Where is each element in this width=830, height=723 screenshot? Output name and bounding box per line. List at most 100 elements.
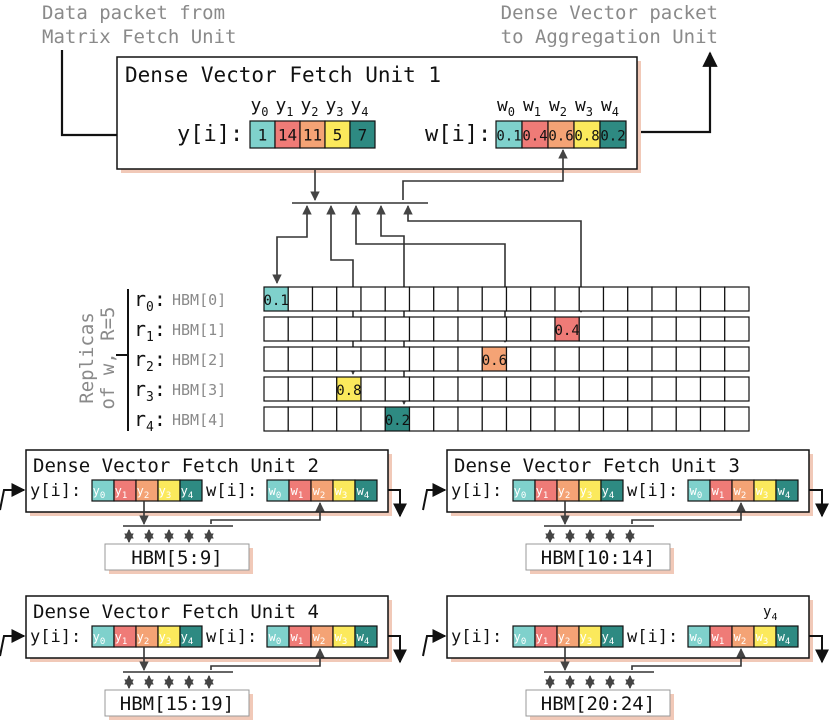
dense-vector-fetch-unit-1: [116, 56, 638, 170]
replica-cell: [627, 286, 653, 312]
replica-cell: [433, 346, 459, 372]
unit1-w-cell-0: [495, 120, 523, 149]
replica-grid: r0:HBM[0]0.1r1:HBM[1]0.4r2:HBM[2]0.6r3:H…: [134, 286, 750, 435]
replica-cell: [602, 376, 629, 402]
replica-cell: [263, 406, 289, 432]
replica-cell: [336, 346, 362, 372]
replica-cell: [263, 376, 289, 402]
replica-cell: [336, 286, 362, 312]
replica-cell: [651, 346, 677, 372]
small-w-cell: [354, 625, 378, 648]
replica-cell: [360, 346, 386, 372]
input-packet-label-line1: Data packet from: [42, 2, 225, 24]
replica-cell: [408, 406, 435, 432]
replica-cell: [530, 316, 556, 342]
replica-hbm-label-3: HBM[3]: [172, 381, 226, 399]
replica-hbm-label-2: HBM[2]: [172, 351, 226, 369]
replica-cell: [433, 316, 459, 342]
hbm-range-label-1: HBM[10:14]: [541, 547, 655, 569]
replica-cell: [699, 406, 726, 432]
unit1-w-value-2: 0.6: [548, 129, 573, 145]
replica-cell: [627, 346, 653, 372]
replica-cell: [263, 346, 289, 372]
replica-cell: [408, 346, 435, 372]
output-packet-label-line1: Dense Vector packet: [501, 2, 718, 24]
replica-cell: [651, 286, 677, 312]
replica-cell: [578, 316, 605, 342]
replica-cell: [481, 346, 508, 372]
replica-cell: [457, 286, 483, 312]
replica-cell: [384, 376, 411, 402]
hbm-range-label-2: HBM[15:19]: [120, 693, 234, 715]
hbm-range-box-2: [104, 689, 250, 717]
replica-cell: [505, 406, 532, 432]
replica-cell: [457, 316, 483, 342]
replica-cell: [627, 406, 653, 432]
replica-cell: [287, 316, 314, 342]
replica-cell: [360, 316, 386, 342]
replicas-label-line2: of w, R=5: [97, 307, 119, 410]
small-unit-y-label-0: y[i]:: [30, 481, 81, 501]
small-w-cell: [775, 479, 799, 502]
replica-cell: [433, 286, 459, 312]
replica-cell: [336, 376, 362, 402]
unit1-w-label: w[i]:: [425, 122, 491, 147]
replica-cell: [384, 286, 411, 312]
replica-cell: [724, 406, 750, 432]
unit1-w-value-3: 0.8: [574, 129, 599, 145]
hbm-range-label-0: HBM[5:9]: [131, 547, 223, 569]
replica-cell: [578, 346, 605, 372]
hbm-range-box-3: [525, 689, 671, 717]
replica-cell: [336, 406, 362, 432]
small-w-cell: [354, 479, 378, 502]
replica-cell: [699, 346, 726, 372]
replica-cell: [311, 346, 338, 372]
replica-cell: [287, 406, 314, 432]
replica-cell: [481, 406, 508, 432]
replica-cell: [699, 376, 726, 402]
replica-cell: [263, 316, 289, 342]
replica-hbm-label-1: HBM[1]: [172, 321, 226, 339]
replica-cell: [311, 286, 338, 312]
replica-cell: [554, 316, 580, 342]
replica-cell: [675, 286, 702, 312]
replica-cell: [360, 286, 386, 312]
replica-r-label-3: r3:: [134, 377, 166, 405]
replica-r-label-4: r4:: [134, 407, 166, 435]
output-arrow: [627, 51, 718, 134]
replica-cell: [433, 406, 459, 432]
replica-cell: [651, 316, 677, 342]
replica-cell: [578, 376, 605, 402]
small-unit-title-1: Dense Vector Fetch Unit 3: [454, 455, 740, 477]
replica-value-4: 0.2: [385, 413, 410, 429]
replica-cell: [651, 376, 677, 402]
replica-cell: [481, 286, 508, 312]
replica-cell: [554, 376, 580, 402]
unit1-y-value-2: 11: [303, 126, 322, 145]
replica-cell: [505, 346, 532, 372]
replica-cell: [699, 286, 726, 312]
small-y-cell: [179, 625, 203, 648]
unit1-w-value-4: 0.2: [600, 129, 625, 145]
small-y-cell: [600, 479, 624, 502]
replica-row-1: r1:HBM[1]0.4: [134, 316, 750, 345]
replica-value-0: 0.1: [263, 293, 288, 309]
replica-cell: [578, 406, 605, 432]
unit1-y-cell-3: [324, 120, 351, 149]
replica-cell: [481, 376, 508, 402]
replica-cell: [530, 346, 556, 372]
replica-cell: [724, 346, 750, 372]
unit1-w-cell-4: [599, 120, 627, 149]
small-unit-w-label-2: w[i]:: [206, 627, 257, 647]
replica-cell: [505, 316, 532, 342]
replica-cell: [505, 286, 532, 312]
replica-cell: [384, 346, 411, 372]
small-w-cell: [775, 625, 799, 648]
replica-row-0: r0:HBM[0]0.1: [134, 286, 750, 315]
unit1-y-cell-1: [274, 120, 301, 149]
replica-cell: [433, 376, 459, 402]
